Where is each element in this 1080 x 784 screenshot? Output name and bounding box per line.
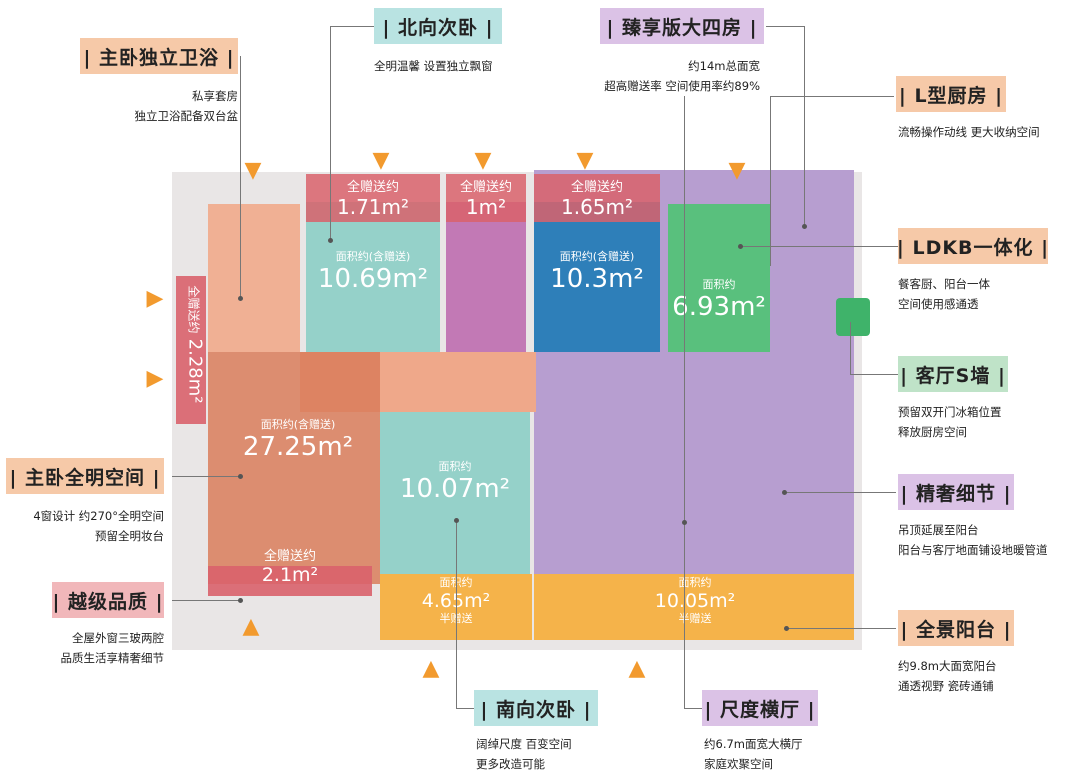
kitchen <box>668 204 770 352</box>
leader-dot <box>238 598 243 603</box>
gift-zone-master-side <box>176 276 206 424</box>
master-bedroom <box>208 352 380 584</box>
sun-arrow-icon: ▶ <box>146 286 164 311</box>
gift-zone-master-bay <box>208 566 372 596</box>
desc-details: 吊顶延展至阳台 阳台与客厅地面铺设地暖管道 <box>898 523 1048 557</box>
label-north-bedroom: | 北向次卧 | <box>374 8 502 44</box>
leader-line <box>684 96 685 708</box>
label-master-open: | 主卧全明空间 | <box>6 458 164 494</box>
sun-arrow-icon: ▲ <box>422 656 440 681</box>
leader-line <box>172 600 240 601</box>
leader-line <box>684 708 702 709</box>
label-ldkb: | LDKB一体化 | <box>897 228 1048 264</box>
label-quality: | 越级品质 | <box>52 582 164 618</box>
label-l-kitchen: | L型厨房 | <box>896 76 1006 112</box>
sun-arrow-icon: ▶ <box>146 366 164 391</box>
label-living-wall: | 客厅S墙 | <box>898 356 1008 392</box>
area-kitchen: 面积约 6.93m² <box>672 278 766 322</box>
label-master-bath: | 主卧独立卫浴 | <box>80 38 238 74</box>
leader-line <box>770 96 771 266</box>
desc-balcony: 约9.8m大面宽阳台 通透视野 瓷砖通铺 <box>898 659 997 693</box>
gift-zone-bathroom: 全赠送约 1m² <box>446 174 526 222</box>
label-four-rooms: | 臻享版大四房 | <box>600 8 764 44</box>
master-bath <box>208 204 300 352</box>
desc-living-room: 约6.7m面宽大横厅 家庭欢聚空间 <box>704 737 803 771</box>
balcony-large <box>534 574 854 640</box>
label-living-room: | 尺度横厅 | <box>702 690 818 726</box>
leader-line <box>330 26 331 240</box>
leader-dot <box>784 626 789 631</box>
gift-master-side-text: 全赠送约 2.28m² <box>184 285 206 404</box>
sun-arrow-icon: ▲ <box>242 614 260 639</box>
desc-ldkb: 餐客厨、阳台一体 空间使用感通透 <box>898 277 990 311</box>
area-middle-bedroom: 面积约(含赠送) 10.3m² <box>550 250 644 294</box>
label-south-bedroom: | 南向次卧 | <box>474 690 598 726</box>
leader-line <box>784 492 896 493</box>
south-bedroom <box>380 412 530 574</box>
desc-l-kitchen: 流畅操作动线 更大收纳空间 <box>898 125 1040 139</box>
leader-dot <box>682 520 687 525</box>
desc-four-rooms: 约14m总面宽 超高赠送率 空间使用率约89% <box>604 59 760 93</box>
leader-line <box>240 56 241 300</box>
desc-north-bedroom: 全明温馨 设置独立飘窗 <box>374 59 493 73</box>
gift-zone-middle-bedroom: 全赠送约 1.65m² <box>534 174 660 222</box>
area-master-bedroom: 面积约(含赠送) 27.25m² <box>242 418 354 462</box>
leader-line <box>456 520 457 708</box>
leader-dot <box>802 224 807 229</box>
desc-master-bath: 私享套房 独立卫浴配备双台盆 <box>134 89 239 123</box>
leader-line <box>804 26 805 226</box>
desc-master-open: 4窗设计 约270°全明空间 预留全明妆台 <box>33 509 164 543</box>
desc-living-wall: 预留双开门冰箱位置 释放厨房空间 <box>898 405 1002 439</box>
gift-master-bay-text: 全赠送约 2.1m² <box>261 549 319 587</box>
leader-dot <box>238 474 243 479</box>
leader-dot <box>738 244 743 249</box>
area-balcony-large: 面积约 10.05m² 半赠送 <box>654 576 736 625</box>
label-details: | 精奢细节 | <box>898 474 1014 510</box>
gift-zone-north-bedroom: 全赠送约 1.71m² <box>306 174 440 222</box>
sun-arrow-icon: ▼ <box>728 158 746 183</box>
sun-arrow-icon: ▲ <box>628 656 646 681</box>
desc-quality: 全屋外窗三玻两腔 品质生活享精奢细节 <box>60 631 165 665</box>
leader-line <box>330 26 374 27</box>
leader-line <box>456 708 474 709</box>
leader-line <box>770 96 894 97</box>
bathroom <box>446 202 526 352</box>
area-north-bedroom: 面积约(含赠送) 10.69m² <box>317 250 429 294</box>
leader-line <box>172 476 242 477</box>
s-wall-fridge <box>836 298 870 336</box>
sun-arrow-icon: ▼ <box>576 148 594 173</box>
leader-dot <box>782 490 787 495</box>
leader-line <box>786 628 896 629</box>
label-balcony: | 全景阳台 | <box>898 610 1014 646</box>
sun-arrow-icon: ▼ <box>372 148 390 173</box>
leader-dot <box>454 518 459 523</box>
leader-line <box>850 322 851 374</box>
area-south-bedroom: 面积约 10.07m² <box>399 460 511 504</box>
sun-arrow-icon: ▼ <box>244 158 262 183</box>
desc-south-bedroom: 阔绰尺度 百变空间 更多改造可能 <box>476 737 572 771</box>
leader-line <box>850 374 898 375</box>
leader-dot <box>328 238 333 243</box>
middle-bedroom <box>534 202 660 352</box>
leader-line <box>766 26 804 27</box>
leader-dot <box>238 296 243 301</box>
sun-arrow-icon: ▼ <box>474 148 492 173</box>
leader-line <box>740 246 898 247</box>
north-bedroom <box>306 202 440 352</box>
